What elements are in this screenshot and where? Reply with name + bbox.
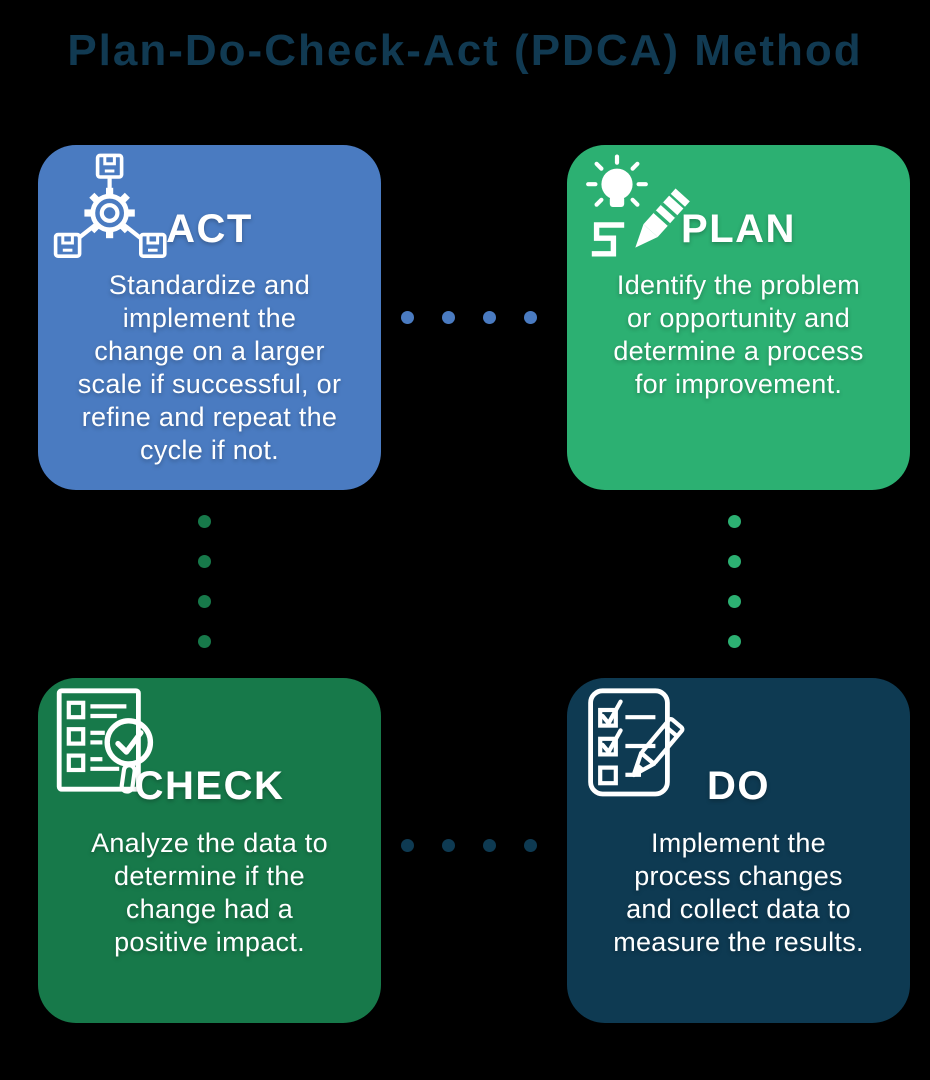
dot	[401, 839, 414, 852]
checklist-magnifier-icon	[52, 684, 172, 808]
connector-act-to-check	[198, 515, 211, 648]
card-do-description: Implement the process changes and collec…	[613, 828, 864, 957]
dot	[483, 839, 496, 852]
checklist-pencil-icon	[581, 684, 701, 808]
connector-check-to-do	[401, 839, 537, 852]
dot	[524, 839, 537, 852]
dot	[401, 311, 414, 324]
dot	[198, 515, 211, 528]
card-plan: PLAN Identify the problem or opportunity…	[567, 145, 910, 490]
dot	[728, 515, 741, 528]
dot	[524, 311, 537, 324]
dot	[728, 595, 741, 608]
dot	[442, 839, 455, 852]
dot	[198, 595, 211, 608]
gear-network-icon	[52, 151, 172, 275]
idea-pencil-icon	[581, 151, 701, 275]
dot	[483, 311, 496, 324]
dot	[198, 635, 211, 648]
card-check: CHECK Analyze the data to determine if t…	[38, 678, 381, 1023]
dot	[728, 635, 741, 648]
card-do-title: DO	[707, 764, 770, 808]
dot	[198, 555, 211, 568]
card-act: ACT Standardize and implement the change…	[38, 145, 381, 490]
card-check-description: Analyze the data to determine if the cha…	[91, 828, 328, 957]
card-plan-title: PLAN	[681, 207, 796, 251]
card-plan-description: Identify the problem or opportunity and …	[613, 270, 864, 399]
card-act-title: ACT	[166, 207, 253, 251]
dot	[728, 555, 741, 568]
card-do: DO Implement the process changes and col…	[567, 678, 910, 1023]
card-act-description: Standardize and implement the change on …	[77, 270, 342, 465]
connector-plan-to-do	[728, 515, 741, 648]
dot	[442, 311, 455, 324]
card-check-title: CHECK	[134, 764, 285, 808]
connector-act-to-plan	[401, 311, 537, 324]
page-title: Plan-Do-Check-Act (PDCA) Method	[67, 26, 863, 75]
